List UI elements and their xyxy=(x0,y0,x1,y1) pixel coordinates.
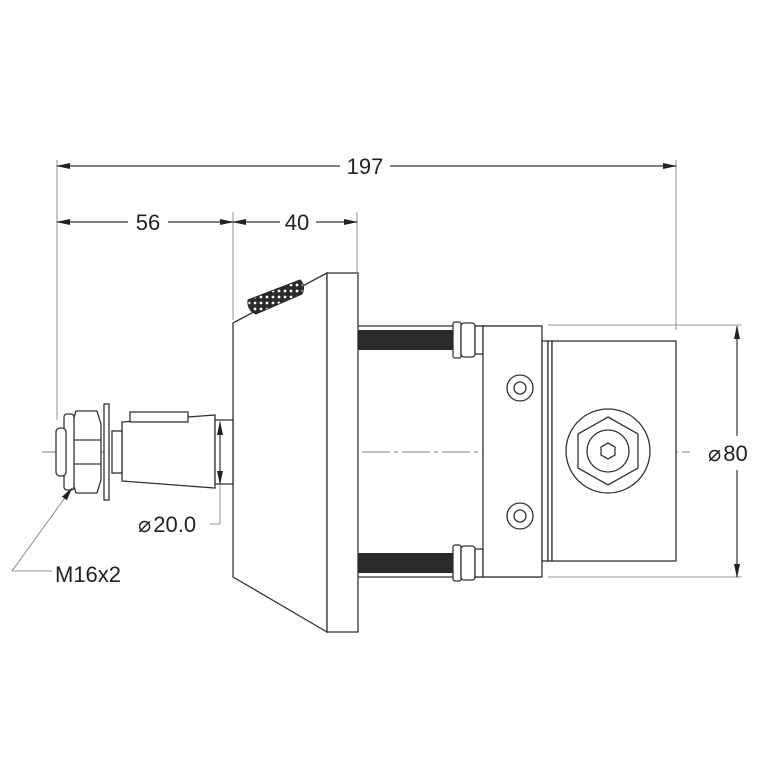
dimension-40-label: 40 xyxy=(285,210,309,235)
extension-lines xyxy=(56,160,742,578)
diameter-symbol: ⌀ xyxy=(138,512,151,537)
dimension-20-label: 20.0 xyxy=(153,512,196,537)
dimension-197-label: 197 xyxy=(347,154,384,179)
svg-text:⌀80: ⌀80 xyxy=(708,441,748,466)
stem xyxy=(55,403,234,501)
svg-text:⌀20.0: ⌀20.0 xyxy=(138,512,196,537)
thread-callout-label: M16x2 xyxy=(55,562,121,587)
dimension-body-diameter: ⌀80 xyxy=(708,325,748,578)
dimension-flange-length: 40 xyxy=(232,210,358,235)
dimension-stem-diameter: ⌀20.0 xyxy=(138,421,223,537)
dimension-80-label: 80 xyxy=(723,441,747,466)
cone-flange xyxy=(232,271,359,634)
thread-callout: M16x2 xyxy=(11,487,121,587)
dimension-overall-length: 197 xyxy=(56,154,677,179)
threaded-rods xyxy=(358,321,540,582)
dimension-56-label: 56 xyxy=(136,210,160,235)
knurled-knob xyxy=(247,279,305,315)
main-housing xyxy=(482,325,677,578)
diameter-symbol: ⌀ xyxy=(708,441,721,466)
dimension-stem-length: 56 xyxy=(56,210,234,235)
